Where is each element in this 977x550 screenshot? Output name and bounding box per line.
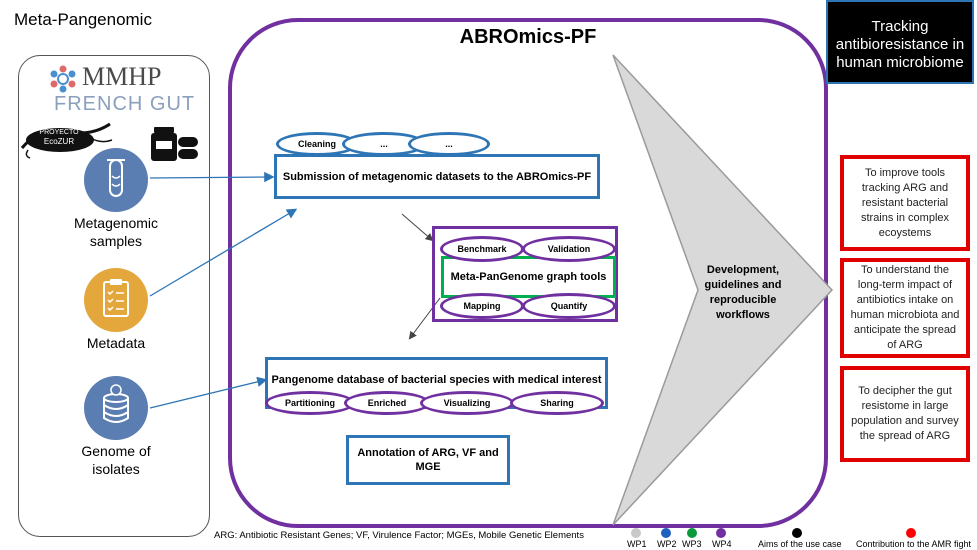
graph-tools-outer-box bbox=[432, 226, 618, 322]
annotation-line2: MGE bbox=[415, 461, 441, 473]
sharing-oval: Sharing bbox=[510, 391, 604, 415]
aim1-line3: resistant bacterial bbox=[861, 196, 949, 209]
aim2-line3: antibiotics intake on bbox=[856, 294, 954, 306]
aims-legend-dot bbox=[792, 528, 802, 538]
aims-legend-label: Aims of the use case bbox=[758, 539, 842, 549]
benchmark-oval: Benchmark bbox=[440, 236, 524, 262]
metadata-label: Metadata bbox=[86, 335, 146, 351]
genome-of-isolates-line1: Genome of bbox=[81, 443, 151, 459]
aim2-line4: human microbiota and bbox=[850, 309, 960, 321]
aim2-line5: anticipate the spread bbox=[853, 324, 957, 336]
ecozur-logo-line2: EcoZUR bbox=[43, 137, 75, 146]
wp2-label: WP2 bbox=[657, 539, 677, 549]
workflow-arrow-text: Development, guidelines and reproducible… bbox=[690, 263, 796, 323]
wp1-label: WP1 bbox=[627, 539, 647, 549]
samples-to-submission-arrow bbox=[149, 171, 275, 183]
genome-of-isolates-line2: isolates bbox=[92, 461, 140, 477]
metadata-to-submission-arrow bbox=[149, 208, 298, 297]
aim1-line1: To improve tools bbox=[864, 166, 946, 179]
tracking-line1: Tracking bbox=[871, 18, 929, 35]
aim1-line2: tracking ARG and bbox=[861, 181, 949, 194]
french-gut-logo-text: FRENCH GUT bbox=[54, 93, 196, 115]
wp2-dot bbox=[661, 528, 671, 538]
aim1-line5: ecoystems bbox=[878, 226, 932, 239]
data-sources-panel bbox=[18, 55, 210, 537]
submission-box: Submission of metagenomic datasets to th… bbox=[274, 154, 600, 199]
mapping-oval: Mapping bbox=[440, 293, 524, 319]
meta-pangenomic-title: Meta-Pangenomic bbox=[14, 10, 152, 29]
enriched-oval: Enriched bbox=[344, 391, 430, 415]
validation-oval: Validation bbox=[522, 236, 616, 262]
clipboard-icon bbox=[84, 268, 148, 332]
graph-tools-label: Meta-PanGenome graph tools bbox=[441, 256, 616, 298]
workflow-chevron-arrow bbox=[612, 54, 834, 526]
aim2-line6: of ARG bbox=[887, 339, 923, 351]
contribution-legend-label: Contribution to the AMR fight bbox=[856, 539, 972, 549]
tracking-antibioresistance-box: Tracking antibioresistance in human micr… bbox=[826, 0, 974, 84]
abromics-pf-title: ABROmics-PF bbox=[459, 26, 597, 48]
annotation-line1: Annotation of ARG, VF and bbox=[357, 447, 499, 459]
ecozur-logo: PROYECTO EcoZUR bbox=[20, 118, 115, 160]
aim-box-1: To improve tools tracking ARG and resist… bbox=[840, 155, 970, 251]
graphtools-to-pangenome-arrow bbox=[408, 297, 441, 340]
ellipsis-oval-2: ... bbox=[408, 132, 490, 156]
wp3-label: WP3 bbox=[682, 539, 702, 549]
aim3-line3: population and survey bbox=[851, 415, 959, 427]
quantify-oval: Quantify bbox=[522, 293, 616, 319]
wp4-dot bbox=[716, 528, 726, 538]
test-tube-icon bbox=[84, 148, 148, 212]
aim1-line4: strains in complex bbox=[860, 211, 950, 224]
medicine-icon bbox=[148, 123, 200, 168]
aim2-line1: To understand the bbox=[860, 264, 950, 276]
aim-box-3: To decipher the gut resistome in large p… bbox=[840, 366, 970, 462]
annotation-box: Annotation of ARG, VF and MGE bbox=[346, 435, 510, 485]
aim-box-2: To understand the long-term impact of an… bbox=[840, 258, 970, 358]
wp3-dot bbox=[687, 528, 697, 538]
tracking-line3: human microbiome bbox=[836, 54, 964, 71]
tracking-line2: antibioresistance in bbox=[835, 36, 965, 53]
arrow-text-line3: reproducible bbox=[709, 294, 777, 306]
partitioning-oval: Partitioning bbox=[265, 391, 355, 415]
metagenomic-samples-label: Metagenomic samples bbox=[58, 214, 174, 250]
mmhp-logo-icon bbox=[48, 64, 78, 99]
aim3-line2: resistome in large bbox=[861, 400, 949, 412]
aim3-line4: the spread of ARG bbox=[859, 430, 951, 442]
genome-of-isolates-label: Genome of isolates bbox=[58, 442, 174, 478]
arrow-text-line1: Development, bbox=[706, 264, 780, 276]
visualizing-oval: Visualizing bbox=[420, 391, 514, 415]
wp4-label: WP4 bbox=[712, 539, 732, 549]
arrow-text-line2: guidelines and bbox=[704, 279, 782, 291]
mmhp-logo-text: MMHP bbox=[82, 62, 162, 91]
metagenomic-samples-line1: Metagenomic bbox=[73, 215, 159, 231]
abbreviations-footnote: ARG: Antibiotic Resistant Genes; VF, Vir… bbox=[214, 530, 584, 541]
wp1-dot bbox=[631, 528, 641, 538]
abromics-pf-panel bbox=[228, 18, 828, 528]
contribution-legend-dot bbox=[906, 528, 916, 538]
submission-to-graphtools-arrow bbox=[401, 213, 434, 242]
arrow-text-line4: workflows bbox=[716, 309, 770, 321]
aim3-line1: To decipher the gut bbox=[858, 385, 952, 397]
metagenomic-samples-line2: samples bbox=[89, 233, 143, 249]
isolates-to-pangenome-arrow bbox=[149, 376, 268, 409]
database-icon bbox=[84, 376, 148, 440]
ecozur-logo-line1: PROYECTO bbox=[39, 129, 79, 136]
aim2-line2: long-term impact of bbox=[857, 279, 953, 291]
